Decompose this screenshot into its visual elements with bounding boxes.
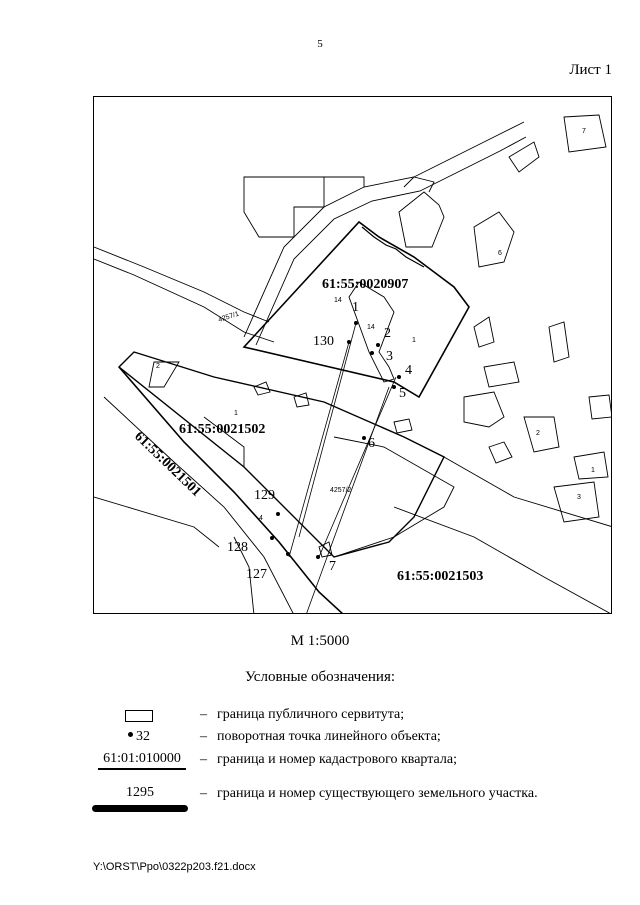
point-label-127: 127 bbox=[246, 567, 267, 582]
quarter-label-21503: 61:55:0021503 bbox=[397, 569, 483, 584]
parcel-sample-label: 1295 bbox=[126, 785, 154, 800]
parcel-label-4257-1: 4257/1 bbox=[217, 311, 240, 324]
parcel-boundary-bar bbox=[92, 805, 188, 812]
parcel-label-1c: 1 bbox=[591, 467, 595, 474]
legend-dash: – bbox=[200, 786, 207, 801]
parcel-label-2a: 2 bbox=[156, 363, 160, 370]
point-label-4: 4 bbox=[405, 363, 412, 378]
parcel-label-6: 6 bbox=[498, 250, 502, 257]
quarter-label-21501: 61:55:0021501 bbox=[131, 429, 204, 500]
point-label-129: 129 bbox=[254, 488, 275, 503]
quarter-sample-label: 61:01:010000 bbox=[98, 751, 186, 770]
point-label-5: 5 bbox=[399, 386, 406, 401]
point-label-7: 7 bbox=[329, 559, 336, 574]
land-parcel-symbol: 1295 bbox=[92, 784, 188, 816]
parcel-label-2b: 2 bbox=[536, 430, 540, 437]
point-label-6: 6 bbox=[368, 436, 375, 451]
parcel-label-4: 4 bbox=[259, 515, 263, 522]
parcel-label-1b: 1 bbox=[234, 410, 238, 417]
servitude-boundary-symbol bbox=[92, 705, 188, 729]
sheet-label: Лист 1 bbox=[569, 62, 612, 78]
legend-text: поворотная точка линейного объекта; bbox=[217, 729, 441, 744]
point-sample-label: 32 bbox=[136, 729, 150, 744]
legend-title: Условные обозначения: bbox=[244, 669, 396, 685]
point-dot-icon bbox=[128, 732, 133, 738]
point-label-130: 130 bbox=[313, 334, 334, 349]
legend-item-turning-point: 32 – поворотная точка линейного объекта; bbox=[0, 727, 640, 753]
map-scale: М 1:5000 bbox=[290, 633, 350, 649]
quarter-label-20907: 61:55:0020907 bbox=[322, 277, 408, 292]
legend-dash: – bbox=[200, 707, 207, 722]
page-number: 5 bbox=[317, 38, 323, 50]
legend-dash: – bbox=[200, 729, 207, 744]
legend-text: граница публичного сервитута; bbox=[217, 707, 405, 722]
point-label-128: 128 bbox=[227, 540, 248, 555]
document-file-path: Y:\ORST\Ppo\0322p203.f21.docx bbox=[93, 861, 256, 873]
cadastral-quarter-symbol: 61:01:010000 bbox=[92, 750, 188, 774]
legend-item-cadastral-quarter: 61:01:010000 – граница и номер кадастров… bbox=[0, 750, 640, 776]
parcel-label-14a: 14 bbox=[334, 297, 342, 304]
parcel-label-3: 3 bbox=[577, 494, 581, 501]
parcel-label-4257-2: 4257/2 bbox=[330, 487, 352, 494]
parcel-label-1a: 1 bbox=[412, 337, 416, 344]
point-label-1: 1 bbox=[352, 300, 359, 315]
legend-text: граница и номер существующего земельного… bbox=[217, 786, 538, 801]
map-frame: 61:55:0020907 61:55:0021502 61:55:002150… bbox=[93, 96, 612, 614]
legend-item-servitude: – граница публичного сервитута; bbox=[0, 705, 640, 731]
legend-text: граница и номер кадастрового квартала; bbox=[217, 752, 457, 767]
parcel-label-7: 7 bbox=[582, 128, 586, 135]
cadastral-map: 61:55:0020907 61:55:0021502 61:55:002150… bbox=[94, 114, 611, 613]
point-label-2: 2 bbox=[384, 326, 391, 341]
point-label-3: 3 bbox=[386, 349, 393, 364]
quarter-label-21502: 61:55:0021502 bbox=[179, 422, 265, 437]
legend-dash: – bbox=[200, 752, 207, 767]
servitude-rect-icon bbox=[125, 710, 153, 722]
legend-item-land-parcel: 1295 – граница и номер существующего зем… bbox=[0, 784, 640, 818]
parcel-label-14b: 14 bbox=[367, 324, 375, 331]
turning-point-symbol: 32 bbox=[92, 727, 188, 751]
